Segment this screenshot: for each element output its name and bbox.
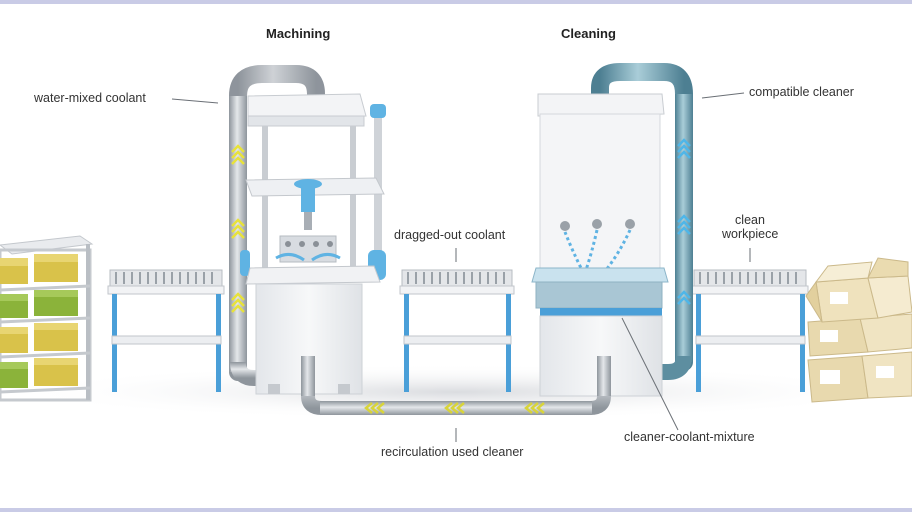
spray-jets <box>563 229 632 271</box>
label-cleaner-coolant-mixture: cleaner-coolant-mixture <box>624 430 755 444</box>
top-border <box>0 0 912 4</box>
label-recirculation: recirculation used cleaner <box>381 445 524 459</box>
title-machining: Machining <box>266 26 331 41</box>
title-cleaning: Cleaning <box>561 26 616 41</box>
bin <box>0 254 78 388</box>
cleaning-machine <box>531 93 669 397</box>
cardboard-boxes <box>805 257 912 403</box>
leader-lines <box>171 92 751 442</box>
recirculation-flow-arrows <box>364 402 545 414</box>
conveyor-right <box>691 269 809 392</box>
recirculation-pipe <box>301 356 611 415</box>
floor-shadow <box>6 364 906 420</box>
bottom-border <box>0 508 912 512</box>
conveyor-left <box>107 269 225 392</box>
label-water-mixed-coolant: water-mixed coolant <box>34 91 146 105</box>
label-clean-workpiece: clean workpiece <box>722 213 778 241</box>
label-clean-workpiece-line1: clean <box>735 213 765 227</box>
cleaner-flow-arrows <box>677 138 691 305</box>
coolant-pipe <box>229 65 325 386</box>
conveyor-middle <box>399 269 515 392</box>
label-compatible-cleaner: compatible cleaner <box>749 85 854 99</box>
storage-shelf <box>0 235 94 402</box>
machining-machine <box>240 93 386 395</box>
coolant-flow-arrows <box>231 144 245 313</box>
label-dragged-out-coolant: dragged-out coolant <box>394 228 506 242</box>
label-clean-workpiece-line2: workpiece <box>722 227 779 241</box>
